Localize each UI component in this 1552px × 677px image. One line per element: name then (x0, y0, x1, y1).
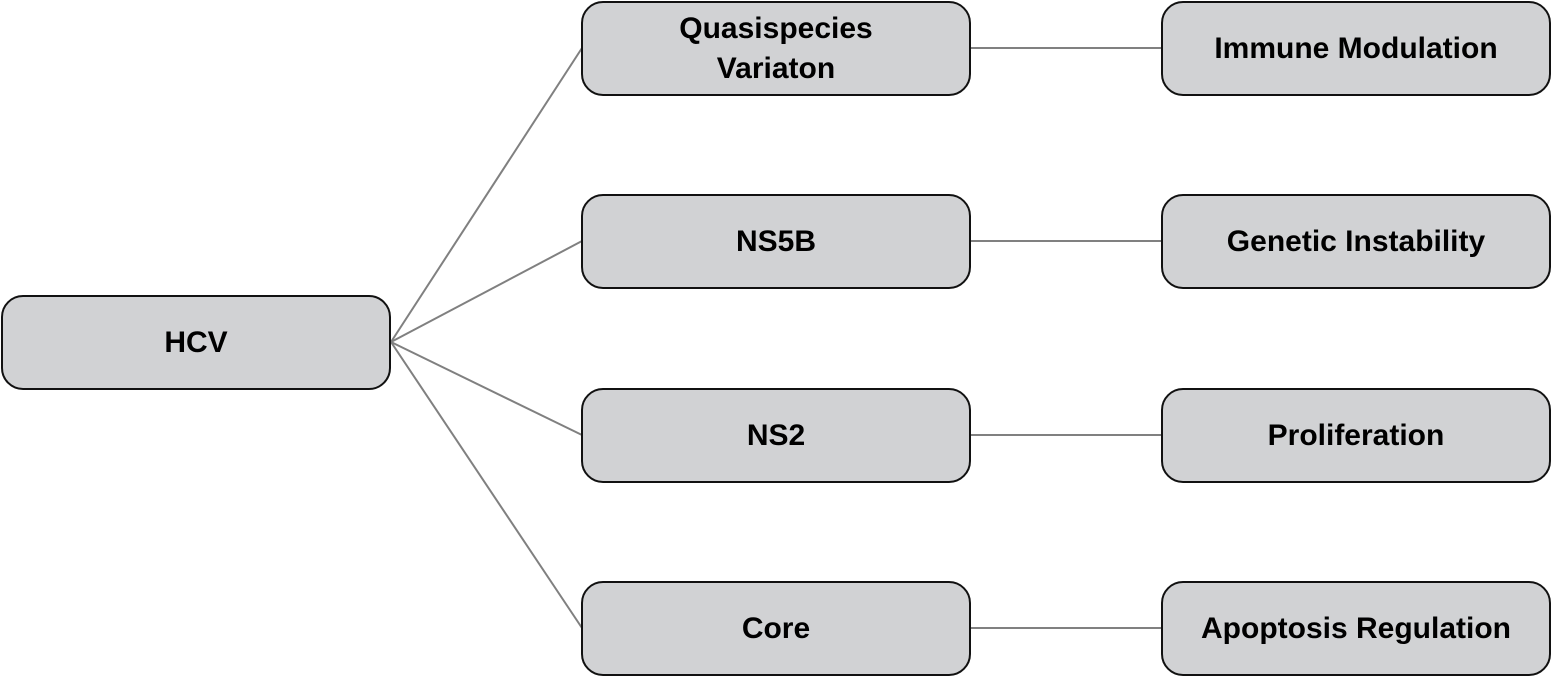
node-immune-label: Immune Modulation (1214, 31, 1498, 65)
node-hcv-label: HCV (164, 325, 228, 359)
node-hcv: HCV (1, 295, 391, 390)
edge-hcv-ns2 (390, 341, 583, 436)
node-quasispecies-label: Quasispecies Variaton (679, 11, 873, 85)
edge-hcv-core (390, 341, 583, 629)
node-ns5b-label: NS5B (735, 224, 817, 258)
node-ns2-label: NS2 (746, 418, 806, 452)
node-genetic-instability: Genetic Instability (1161, 194, 1551, 289)
node-apoptosis-label: Apoptosis Regulation (1201, 611, 1511, 645)
node-quasispecies-variation: Quasispecies Variaton (581, 1, 971, 96)
node-apoptosis-regulation: Apoptosis Regulation (1161, 581, 1551, 676)
node-core-label: Core (741, 611, 811, 645)
node-core: Core (581, 581, 971, 676)
node-proliferation: Proliferation (1161, 388, 1551, 483)
node-immune-modulation: Immune Modulation (1161, 1, 1551, 96)
node-ns5b: NS5B (581, 194, 971, 289)
edge-hcv-ns5b (390, 240, 583, 343)
node-genetic-label: Genetic Instability (1226, 224, 1486, 258)
edge-hcv-quasispecies (390, 47, 583, 343)
node-proliferation-label: Proliferation (1267, 418, 1445, 452)
node-ns2: NS2 (581, 388, 971, 483)
